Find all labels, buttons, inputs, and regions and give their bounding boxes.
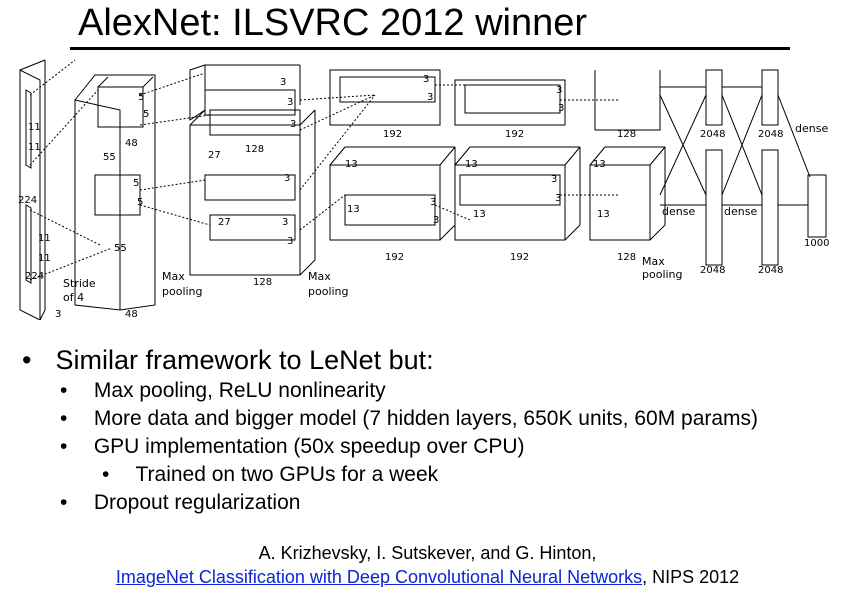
label: pooling	[642, 268, 683, 281]
label: 3	[287, 97, 293, 108]
label: 11	[38, 253, 51, 264]
label: Stride	[63, 277, 96, 290]
label: 192	[385, 252, 404, 263]
label: 3	[423, 74, 429, 85]
label: 2048	[700, 129, 725, 140]
title-underline	[70, 47, 790, 50]
sub-bullet-text: More data and bigger model (7 hidden lay…	[93, 407, 759, 430]
label: dense	[724, 205, 757, 218]
label: dense	[662, 205, 695, 218]
label: 2048	[758, 129, 783, 140]
label: Max	[308, 270, 331, 283]
label: of 4	[63, 291, 84, 304]
label: 3	[555, 193, 561, 204]
receptive-field-lines	[29, 59, 620, 281]
label: 128	[617, 129, 636, 140]
bullet-marker: •	[60, 491, 68, 514]
label: 13	[593, 159, 606, 170]
label: 27	[208, 150, 221, 161]
bullet-marker: •	[60, 435, 68, 458]
dense-connections	[659, 86, 811, 206]
bullet-marker: •	[22, 345, 32, 375]
label: 3	[427, 92, 433, 103]
label: Max	[642, 255, 665, 268]
label: 5	[133, 178, 139, 189]
bullet-marker: •	[60, 379, 68, 402]
label: 3	[284, 173, 290, 184]
sub-sub-bullet: • Trained on two GPUs for a week	[102, 463, 438, 487]
label: 192	[383, 129, 402, 140]
conv4-volume	[454, 79, 581, 241]
sub-bullet: • More data and bigger model (7 hidden l…	[60, 407, 758, 431]
label: 3	[287, 236, 293, 247]
conv2-volume	[189, 64, 316, 276]
label: 3	[282, 217, 288, 228]
label: dense	[795, 122, 828, 135]
label: 2048	[758, 265, 783, 276]
label: 2048	[700, 265, 725, 276]
label: 128	[245, 144, 264, 155]
conv1-volume	[74, 74, 156, 311]
label: 128	[617, 252, 636, 263]
label: 5	[137, 197, 143, 208]
paper-link[interactable]: ImageNet Classification with Deep Convol…	[115, 567, 643, 587]
label: 55	[114, 243, 127, 254]
reference-authors: A. Krizhevsky, I. Sutskever, and G. Hint…	[258, 543, 597, 563]
label: 48	[125, 138, 138, 149]
main-bullet-text: Similar framework to LeNet but:	[55, 345, 434, 375]
label: 11	[28, 142, 41, 153]
label: 3	[430, 197, 436, 208]
bullet-marker: •	[60, 407, 68, 430]
label: 3	[433, 215, 439, 226]
label: 128	[253, 277, 272, 288]
label: 1000	[804, 238, 829, 249]
label: 11	[38, 233, 51, 244]
conv5-volume	[589, 70, 666, 241]
label: pooling	[308, 285, 349, 298]
label: 5	[138, 92, 144, 103]
bullet-marker: •	[102, 463, 110, 486]
label: 3	[558, 103, 564, 114]
label: 13	[345, 159, 358, 170]
label: pooling	[162, 285, 203, 298]
label: 13	[473, 209, 486, 220]
label: 224	[18, 195, 37, 206]
main-bullet: • Similar framework to LeNet but:	[22, 345, 434, 376]
label: 224	[25, 271, 44, 282]
reference-venue: , NIPS 2012	[642, 567, 740, 587]
label: 5	[143, 109, 149, 120]
label: 48	[125, 309, 138, 320]
sub-bullet: • Max pooling, ReLU nonlinearity	[60, 379, 386, 403]
sub-bullet-text: Max pooling, ReLU nonlinearity	[93, 379, 386, 402]
label: 3	[556, 85, 562, 96]
label: 192	[505, 129, 524, 140]
label: 3	[280, 77, 286, 88]
sub-bullet: • Dropout regularization	[60, 491, 300, 515]
label: 192	[510, 252, 529, 263]
sub-bullet-text: GPU implementation (50x speedup over CPU…	[93, 435, 525, 458]
label: 13	[347, 204, 360, 215]
sub-bullet: • GPU implementation (50x speedup over C…	[60, 435, 525, 459]
label: 13	[597, 209, 610, 220]
diagram-labels: 224 224 3 11 11 11 11 Stride of 4 5 5 5 …	[18, 74, 829, 320]
label: 27	[218, 217, 231, 228]
label: 13	[465, 159, 478, 170]
sub-bullet-text: Dropout regularization	[93, 491, 301, 514]
sub-sub-bullet-text: Trained on two GPUs for a week	[135, 463, 439, 486]
label: 3	[55, 309, 61, 320]
label: 3	[290, 119, 296, 130]
label: 55	[103, 152, 116, 163]
label: Max	[162, 270, 185, 283]
label: 11	[28, 122, 41, 133]
fc-layers	[705, 69, 827, 266]
reference-citation: ImageNet Classification with Deep Convol…	[0, 567, 855, 588]
label: 3	[551, 174, 557, 185]
input-volume	[19, 59, 46, 320]
alexnet-architecture-diagram: 224 224 3 11 11 11 11 Stride of 4 5 5 5 …	[18, 59, 829, 320]
slide-title: AlexNet: ILSVRC 2012 winner	[78, 2, 588, 44]
